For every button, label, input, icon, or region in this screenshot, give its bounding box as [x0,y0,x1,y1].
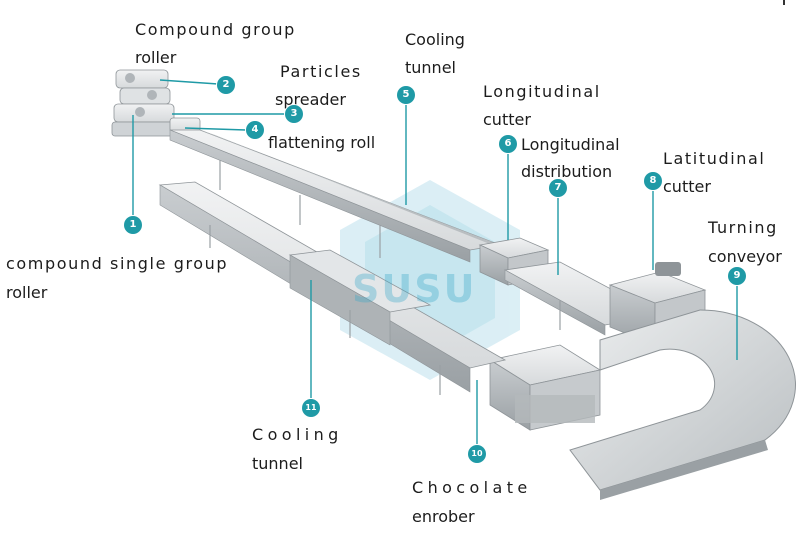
label-1-line1: compound single group [6,254,229,273]
label-10-line2: enrober [412,507,475,526]
chocolate-enrober-unit [488,344,602,431]
label-8-line1: Latitudinal [663,149,766,168]
leader-line-4 [184,127,247,131]
watermark-text: SUSU [352,267,476,311]
label-10-line1: Chocolate [412,478,532,497]
label-2-line1: Compound group [135,20,296,39]
front-cooling-tunnel [158,181,507,395]
callout-badge-8: 8 [644,172,662,190]
label-1-line2: roller [6,283,48,302]
label-9-line1: Turning [708,218,778,237]
callout-badge-11: 11 [302,399,320,417]
callout-badge-9: 9 [728,267,746,285]
leader-lines [132,79,738,445]
label-11-line2: tunnel [252,454,303,473]
callout-badge-3: 3 [285,105,303,123]
leader-line-2 [159,79,219,85]
callout-badge-6: 6 [499,135,517,153]
callout-badge-5: 5 [397,86,415,104]
callout-badge-4: 4 [246,121,264,139]
callout-badge-2: 2 [217,76,235,94]
label-7-line1: Longitudinal [521,135,620,154]
label-4-line1: flattening roll [268,133,376,152]
label-3-line1: Particles [280,62,362,81]
label-6-line2: cutter [483,110,531,129]
callout-badge-1: 1 [124,216,142,234]
label-6-line1: Longitudinal [483,82,601,101]
label-8-line2: cutter [663,177,711,196]
callout-badge-7: 7 [549,179,567,197]
label-9-line2: conveyor [708,247,782,266]
label-11-line1: Cooling [252,425,343,444]
label-2-line2: roller [135,48,177,67]
turning-conveyor [569,309,796,500]
label-7-line2: distribution [521,162,613,181]
label-3-line2: spreader [275,90,346,109]
label-5-line1: Cooling [405,30,465,49]
roller-station [111,69,201,137]
label-5-line2: tunnel [405,58,456,77]
corner-mark [783,0,785,5]
callout-badge-10: 10 [468,445,486,463]
